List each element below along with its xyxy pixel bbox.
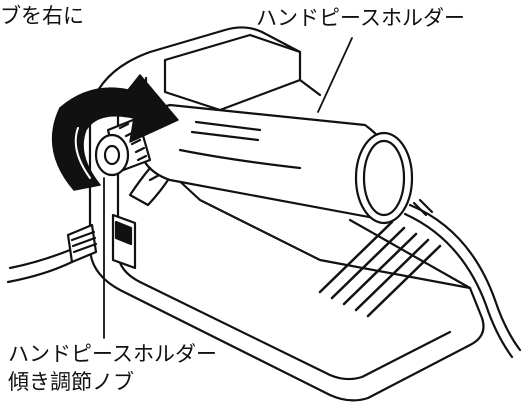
rotation-arrow-icon — [51, 74, 179, 191]
knob-instruction-label: ブを右に — [0, 4, 84, 28]
power-cord-plug-icon — [6, 223, 98, 284]
base-unit — [88, 26, 485, 402]
holder-leader-line — [317, 37, 353, 113]
tilt-knob-label-line2: 傾き調節ノブ — [8, 370, 134, 394]
handpiece-holder — [128, 103, 414, 225]
power-switch-icon — [111, 213, 137, 270]
handpiece-holder-label: ハンドピースホルダー — [256, 6, 465, 30]
holder-cable — [403, 198, 522, 359]
tilt-knob-label-line1: ハンドピースホルダー — [8, 342, 217, 366]
tilt-knob-icon — [94, 116, 152, 339]
